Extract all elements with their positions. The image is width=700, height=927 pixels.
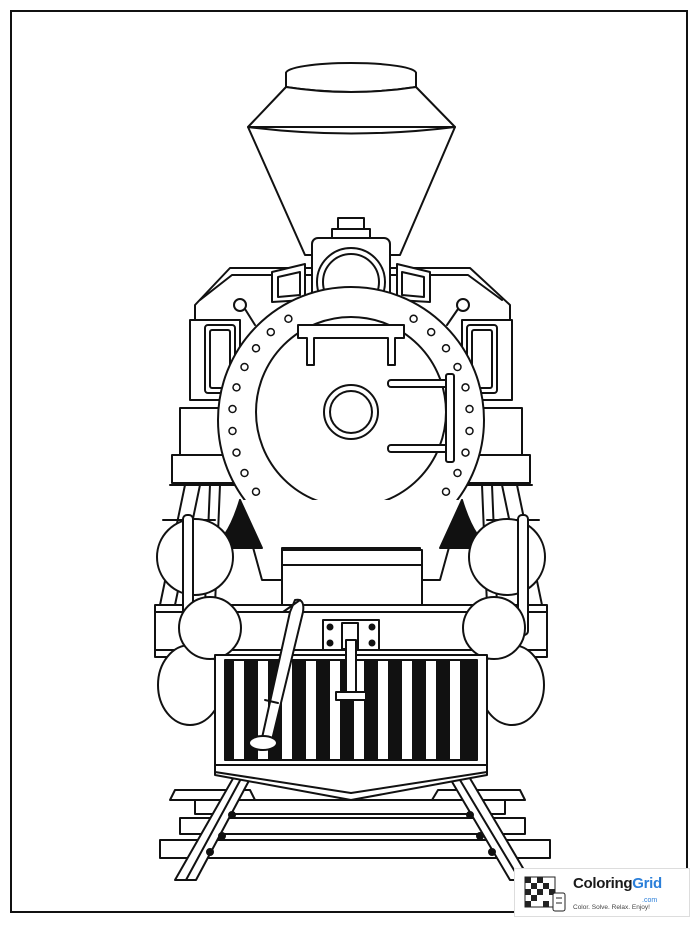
- cowcatcher-bar: [376, 659, 390, 761]
- brand-name: ColoringGrid: [573, 875, 662, 892]
- cowcatcher-bar: [424, 659, 438, 761]
- cowcatcher-bar: [328, 659, 342, 761]
- rivet: [453, 468, 462, 478]
- rivet: [251, 344, 261, 353]
- rivet: [228, 426, 237, 436]
- rivet: [461, 448, 470, 457]
- rivet: [240, 362, 249, 372]
- handrails: [156, 484, 546, 636]
- rivet: [240, 468, 249, 478]
- rivet: [441, 487, 451, 496]
- rivet: [284, 314, 293, 324]
- rivet: [228, 404, 237, 414]
- smokestack: [247, 62, 456, 256]
- cowcatcher-bar: [448, 659, 462, 761]
- rivet: [232, 448, 241, 457]
- rivet: [453, 362, 462, 372]
- coupler-lever: [248, 598, 305, 751]
- coupler: [322, 619, 380, 701]
- buffers: [157, 596, 545, 726]
- cowcatcher-bar: [400, 659, 414, 761]
- cowcatcher-bar: [232, 659, 246, 761]
- rivet: [426, 327, 436, 337]
- watermark-badge: ColoringGrid .com Color. Solve. Relax. E…: [514, 868, 690, 917]
- rivet: [251, 487, 261, 496]
- rivet: [232, 383, 241, 392]
- cowcatcher-bar: [304, 659, 318, 761]
- rivet: [409, 314, 418, 324]
- marker-lamps: [233, 298, 470, 326]
- brand-tld: .com: [642, 897, 658, 904]
- track: [159, 774, 551, 881]
- rivet: [461, 383, 470, 392]
- coloring-grid-logo-icon: [524, 876, 566, 912]
- rivet: [465, 426, 474, 436]
- rivet: [266, 327, 276, 337]
- rivet: [441, 344, 451, 353]
- rivet: [465, 404, 474, 414]
- brand-tagline: Color. Solve. Relax. Enjoy!: [573, 904, 650, 911]
